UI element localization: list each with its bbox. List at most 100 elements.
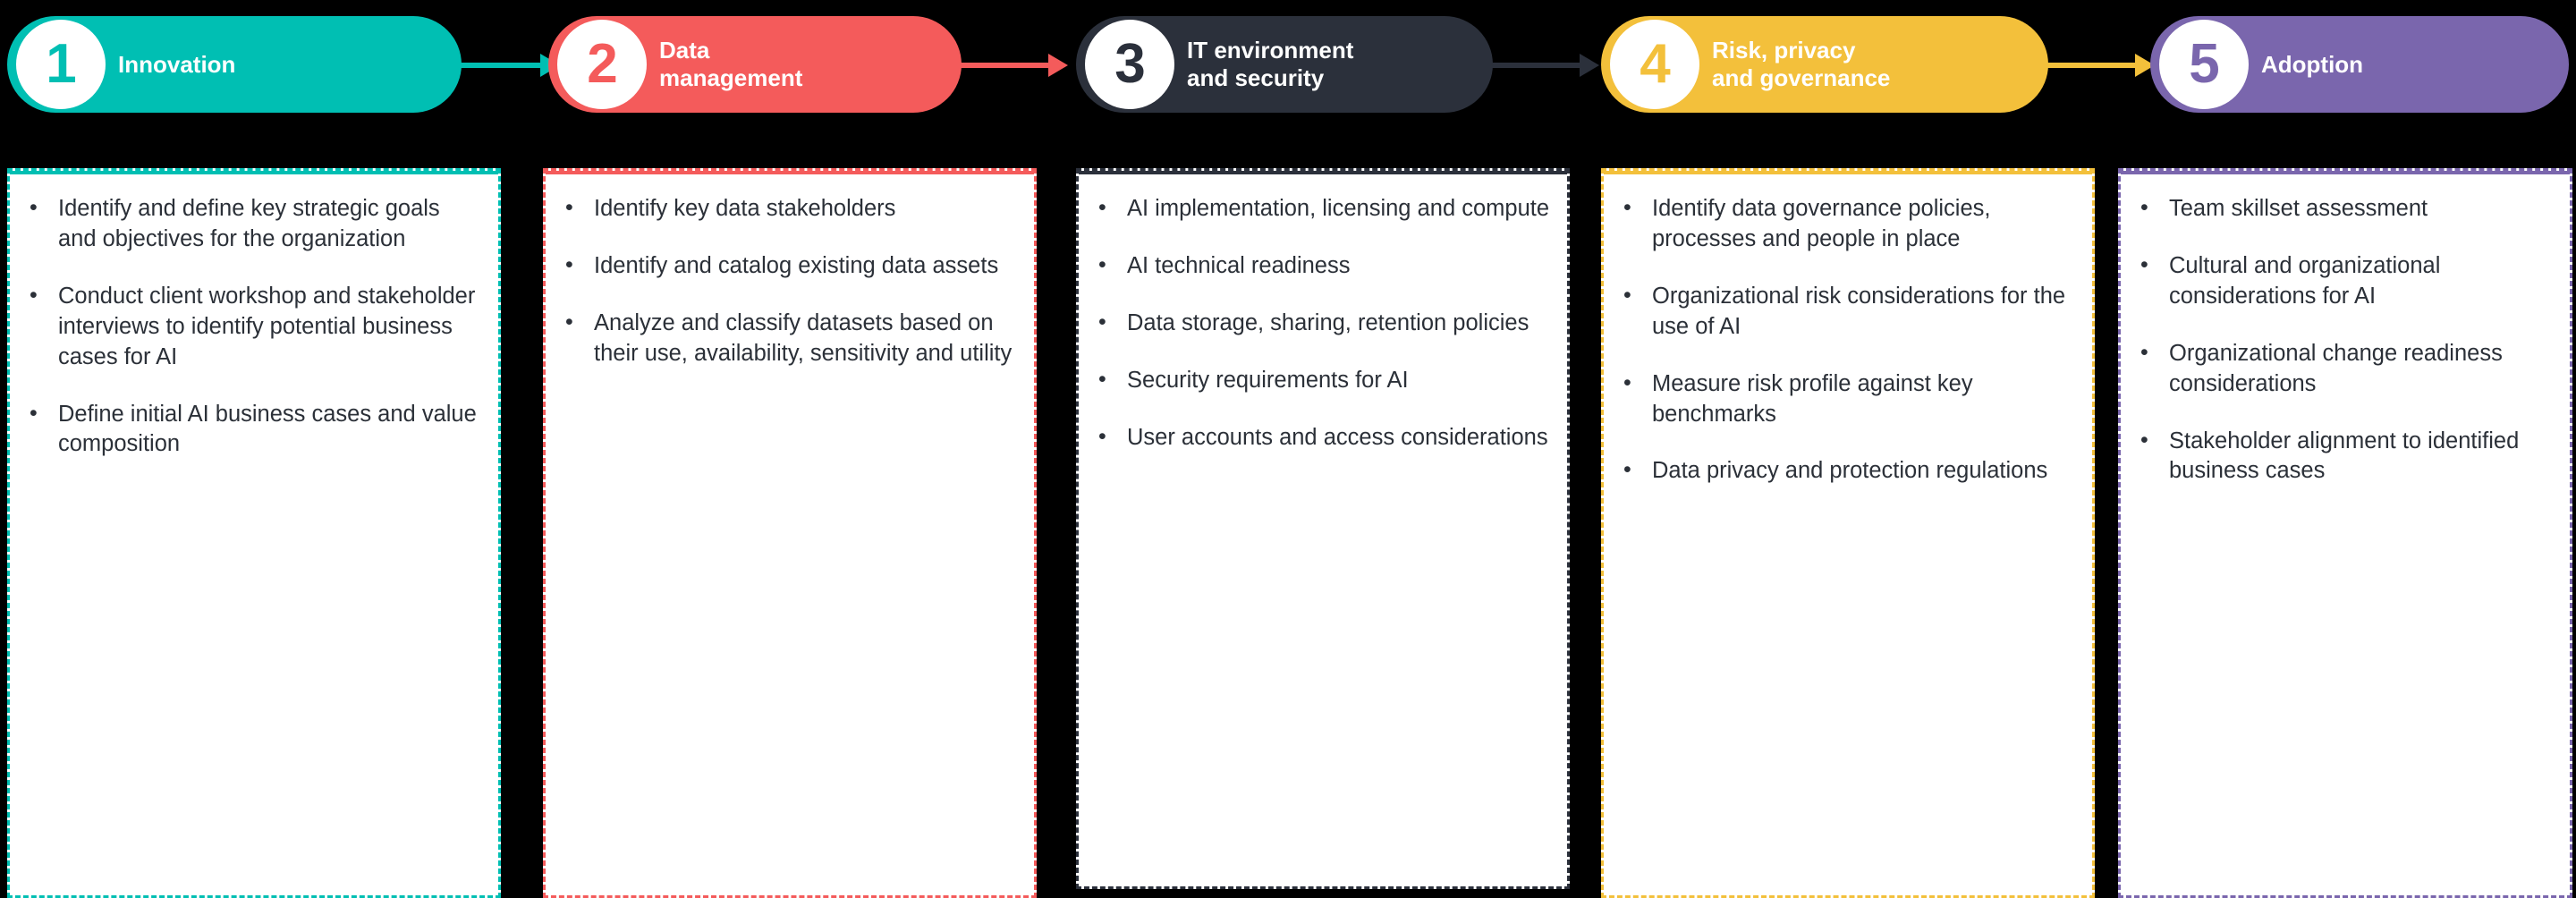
bullet-dot-icon: • <box>1623 195 1631 220</box>
list-item: • Identify key data stakeholders <box>558 194 1020 224</box>
bullet-dot-icon: • <box>2140 251 2148 277</box>
arrow-step-3-to-4 <box>1487 54 1599 77</box>
list-item: • Identify data governance policies, proc… <box>1616 194 2078 255</box>
step-number-badge-2: 2 <box>557 20 647 109</box>
bullet-text: Measure risk profile against key benchma… <box>1652 370 1973 427</box>
step-content-box-3: • AI implementation, licensing and comput… <box>1076 168 1570 889</box>
step-bullet-list-2: • Identify key data stakeholders • Identify… <box>546 171 1034 405</box>
bullet-text: Analyze and classify datasets based on t… <box>594 309 1013 366</box>
bullet-dot-icon: • <box>30 400 38 426</box>
bullet-text: Identify key data stakeholders <box>594 196 896 221</box>
step-content-box-1: • Identify and define key strategic goal… <box>7 168 501 898</box>
bullet-text: Security requirements for AI <box>1127 367 1409 393</box>
bullet-text: Identify data governance policies, proce… <box>1652 196 1991 251</box>
bullet-dot-icon: • <box>1098 309 1106 335</box>
list-item: • AI implementation, licensing and comput… <box>1091 194 1553 224</box>
bullet-dot-icon: • <box>1098 366 1106 392</box>
step-content-box-5: • Team skillset assessment • Cultural and o… <box>2118 168 2572 898</box>
arrow-shaft <box>1487 63 1581 68</box>
arrow-step-1-to-2 <box>447 54 560 77</box>
step-title-2: Data management <box>659 37 803 91</box>
list-item: • Cultural and organizational considerati… <box>2133 251 2555 312</box>
bullet-text: Team skillset assessment <box>2169 196 2428 221</box>
step-content-box-2: • Identify key data stakeholders • Identify… <box>543 168 1037 898</box>
list-item: • Organizational change readiness conside… <box>2133 339 2555 400</box>
bullet-text: AI technical readiness <box>1127 252 1351 278</box>
bullet-dot-icon: • <box>30 282 38 308</box>
bullet-dot-icon: • <box>1623 457 1631 483</box>
step-accent-bar-1 <box>10 171 498 174</box>
list-item: • Define initial AI business cases and va… <box>22 400 484 461</box>
bullet-text: Conduct client workshop and stakeholder … <box>58 283 476 369</box>
bullet-text: Cultural and organizational consideratio… <box>2169 252 2441 309</box>
list-item: • User accounts and access considerations <box>1091 423 1553 453</box>
bullet-dot-icon: • <box>2140 427 2148 453</box>
list-item: • Security requirements for AI <box>1091 366 1553 396</box>
step-bullet-list-3: • AI implementation, licensing and comput… <box>1079 171 1567 489</box>
bullet-dot-icon: • <box>2140 339 2148 365</box>
bullet-dot-icon: • <box>30 195 38 220</box>
step-accent-bar-5 <box>2121 171 2570 174</box>
step-header-pill-5[interactable]: 5 Adoption <box>2150 16 2569 113</box>
bullet-text: Data privacy and protection regulations <box>1652 458 2048 484</box>
list-item: • Identify and define key strategic goal… <box>22 194 484 255</box>
bullet-dot-icon: • <box>1098 251 1106 277</box>
arrow-step-4-to-5 <box>2042 54 2155 77</box>
bullet-dot-icon: • <box>1623 282 1631 308</box>
step-title-4: Risk, privacy and governance <box>1712 37 1891 91</box>
bullet-text: Identify and catalog existing data asset… <box>594 252 999 278</box>
bullet-dot-icon: • <box>1623 369 1631 395</box>
step-bullet-list-1: • Identify and define key strategic goal… <box>10 171 498 496</box>
bullet-text: Stakeholder alignment to identified busi… <box>2169 428 2520 484</box>
step-bullet-list-5: • Team skillset assessment • Cultural and o… <box>2121 171 2570 522</box>
step-number-badge-1: 1 <box>16 20 106 109</box>
step-header-pill-1[interactable]: 1 Innovation <box>7 16 462 113</box>
bullet-text: Organizational risk considerations for t… <box>1652 283 2066 339</box>
bullet-text: Define initial AI business cases and val… <box>58 401 477 457</box>
bullet-dot-icon: • <box>1098 423 1106 449</box>
bullet-dot-icon: • <box>565 309 573 335</box>
arrow-head <box>1580 54 1599 77</box>
list-item: • AI technical readiness <box>1091 251 1553 282</box>
step-title-3: IT environment and security <box>1187 37 1354 91</box>
list-item: • Conduct client workshop and stakeholder… <box>22 282 484 373</box>
arrow-head <box>1048 54 1068 77</box>
bullet-text: User accounts and access considerations <box>1127 424 1548 450</box>
arrow-shaft <box>2042 63 2137 68</box>
bullet-text: Data storage, sharing, retention policie… <box>1127 309 1530 335</box>
list-item: • Organizational risk considerations for … <box>1616 282 2078 343</box>
list-item: • Data storage, sharing, retention polici… <box>1091 309 1553 339</box>
list-item: • Analyze and classify datasets based on … <box>558 309 1020 369</box>
bullet-dot-icon: • <box>1098 195 1106 220</box>
step-number-badge-3: 3 <box>1085 20 1174 109</box>
bullet-dot-icon: • <box>565 195 573 220</box>
step-title-1: Innovation <box>118 50 236 78</box>
step-number-badge-5: 5 <box>2159 20 2249 109</box>
list-item: • Team skillset assessment <box>2133 194 2555 224</box>
arrow-shaft <box>955 63 1050 68</box>
step-accent-bar-3 <box>1079 171 1567 174</box>
list-item: • Identify and catalog existing data asse… <box>558 251 1020 282</box>
step-number-badge-4: 4 <box>1610 20 1699 109</box>
step-title-5: Adoption <box>2261 50 2364 78</box>
bullet-text: AI implementation, licensing and compute <box>1127 196 1550 221</box>
bullet-dot-icon: • <box>2140 195 2148 220</box>
list-item: • Stakeholder alignment to identified bus… <box>2133 427 2555 487</box>
list-item: • Data privacy and protection regulations <box>1616 456 2078 487</box>
step-accent-bar-4 <box>1604 171 2092 174</box>
arrow-step-2-to-3 <box>955 54 1068 77</box>
bullet-text: Organizational change readiness consider… <box>2169 340 2503 396</box>
step-bullet-list-4: • Identify data governance policies, proc… <box>1604 171 2092 522</box>
bullet-text: Identify and define key strategic goals … <box>58 196 440 251</box>
bullet-dot-icon: • <box>565 251 573 277</box>
step-content-box-4: • Identify data governance policies, proc… <box>1601 168 2095 898</box>
list-item: • Measure risk profile against key benchm… <box>1616 369 2078 430</box>
